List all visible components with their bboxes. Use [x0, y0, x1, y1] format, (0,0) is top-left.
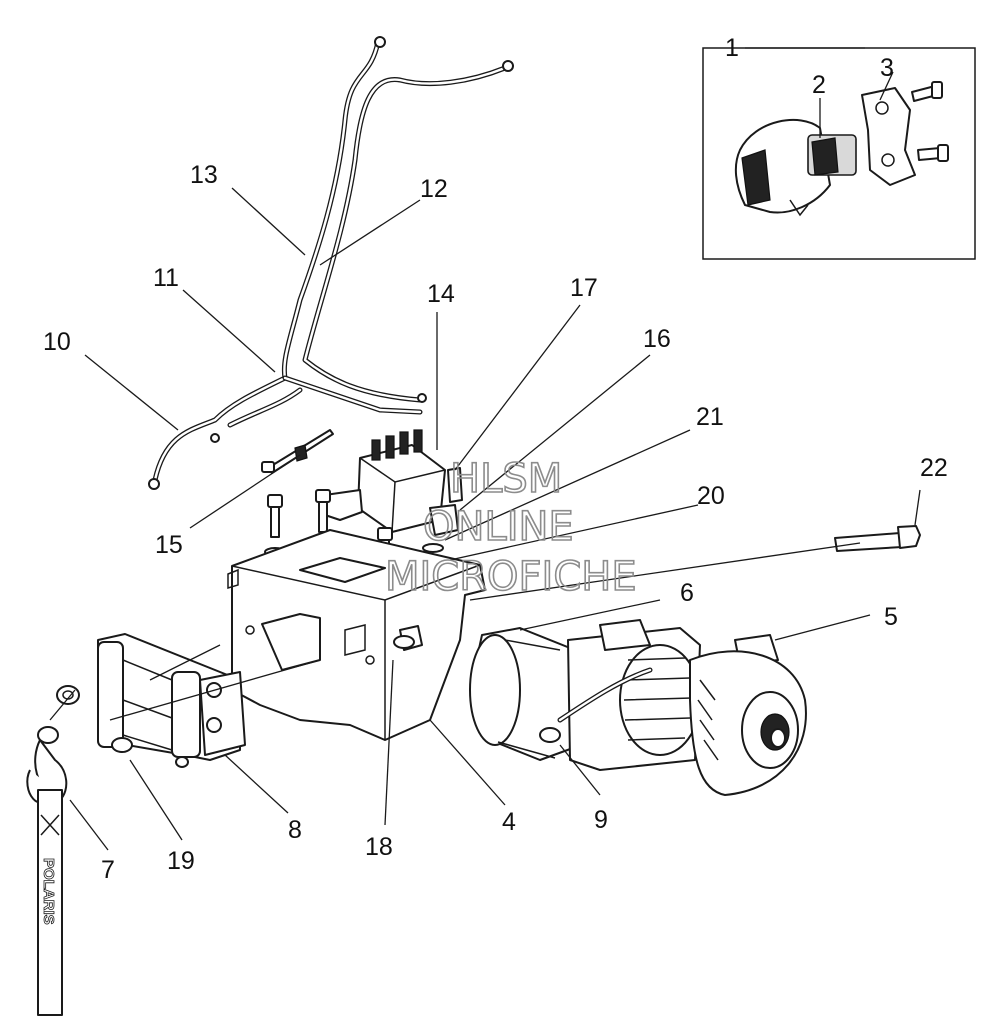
watermark-line-2: ONLINE: [423, 504, 574, 550]
callout-14: 14: [427, 280, 455, 308]
inset-detail-box: [702, 47, 976, 260]
callout-9: 9: [594, 806, 608, 834]
callout-13: 13: [190, 161, 218, 189]
callout-18: 18: [365, 833, 393, 861]
wire-harness: [148, 36, 514, 490]
callout-11: 11: [153, 264, 179, 292]
hook-strap: [26, 685, 80, 1016]
callout-2: 2: [812, 71, 826, 99]
winch-mount-plate: [227, 529, 486, 741]
callout-1: 1: [725, 34, 739, 62]
callout-15: 15: [155, 531, 183, 559]
callout-22: 22: [920, 454, 948, 482]
callout-3: 3: [880, 54, 894, 82]
watermark-line-3: MICROFICHE: [385, 554, 637, 600]
leader-lines: [49, 47, 921, 851]
long-bolt: [834, 525, 921, 552]
watermark: HLSM ONLINE MICROFICHE: [384, 455, 637, 601]
callout-16: 16: [643, 325, 671, 353]
strap-brand-text: POLARIS: [40, 858, 57, 925]
callout-10: 10: [43, 328, 71, 356]
cable-tie: [261, 429, 334, 474]
callout-labels: 1 2 3 4 5 6 7 8 9 10 11 12 13 14 15 16 1…: [43, 34, 948, 884]
callout-17: 17: [570, 274, 598, 302]
callout-19: 19: [167, 847, 195, 875]
callout-5: 5: [884, 603, 898, 631]
contactor-solenoid: [324, 429, 459, 536]
roller-fairlead: [97, 633, 246, 768]
callout-21: 21: [696, 403, 724, 431]
callout-7: 7: [101, 856, 115, 884]
callout-6: 6: [680, 579, 694, 607]
winch-assembly: [469, 619, 807, 796]
callout-8: 8: [288, 816, 302, 844]
callout-4: 4: [502, 808, 516, 836]
callout-12: 12: [420, 175, 448, 203]
callout-20: 20: [697, 482, 725, 510]
watermark-line-1: HLSM: [450, 456, 562, 502]
